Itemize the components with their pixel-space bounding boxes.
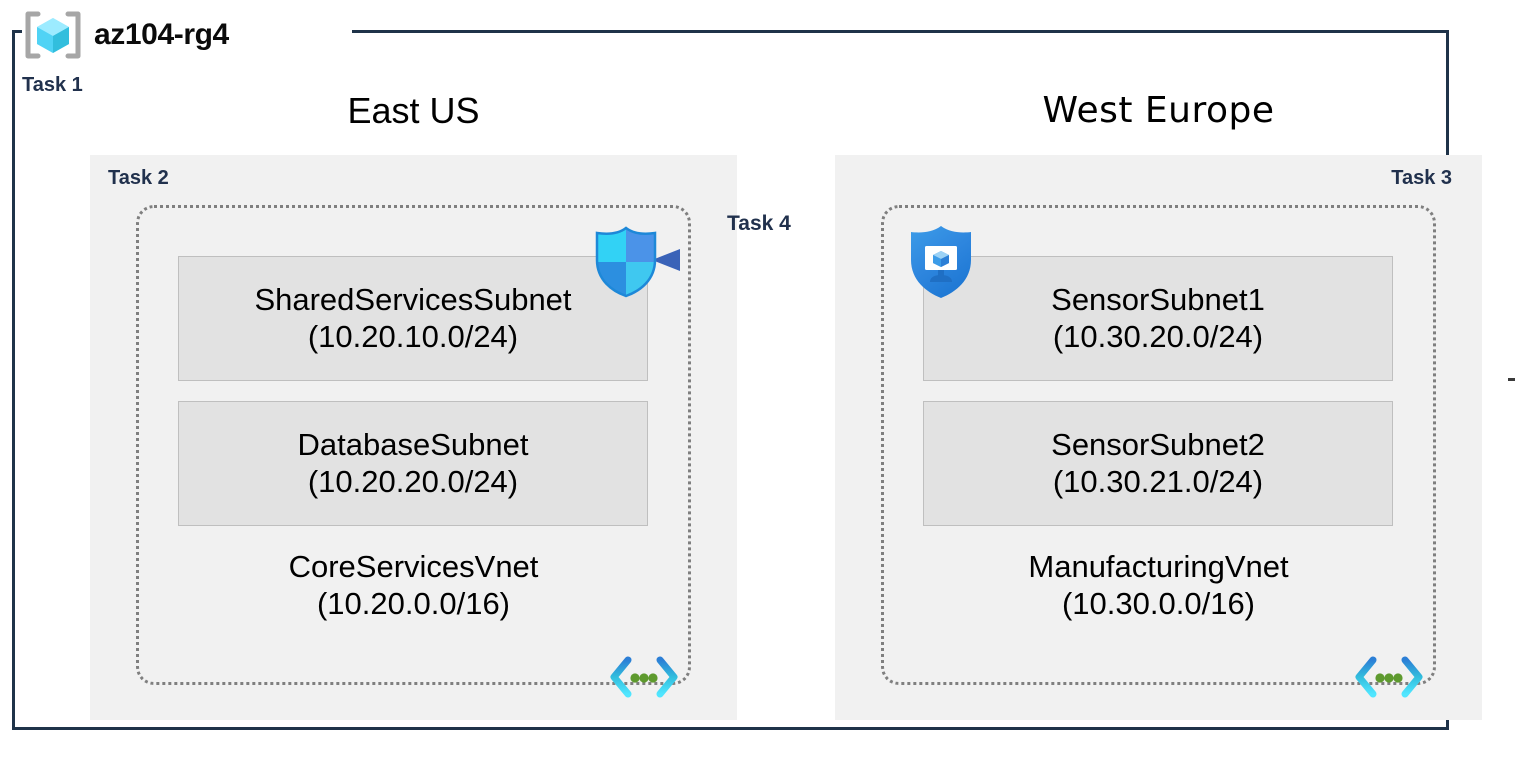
task-2-label: Task 2 — [108, 167, 169, 189]
subnet-cidr: (10.30.21.0/24) — [1052, 464, 1264, 499]
subnet-cidr: (10.20.20.0/24) — [307, 464, 519, 499]
region-title-west-europe: West Europe — [1042, 90, 1275, 131]
edge-artifact — [1508, 378, 1515, 381]
subnet-name: DatabaseSubnet — [297, 427, 529, 463]
virtual-network-icon — [1353, 654, 1425, 700]
vnet-caption-manufacturingvnet: ManufacturingVnet (10.30.0.0/16) — [884, 548, 1433, 622]
shield-vm-icon — [906, 224, 976, 300]
vnet-cidr: (10.20.0.0/16) — [316, 586, 511, 622]
vnet-box-coreservicesvnet: SharedServicesSubnet (10.20.10.0/24) Dat… — [136, 205, 691, 698]
vnet-name: ManufacturingVnet — [1028, 549, 1289, 584]
resource-group-name: az104-rg4 — [94, 18, 229, 51]
resource-group-title: az104-rg4 — [22, 10, 229, 60]
subnet-name: SensorSubnet2 — [1051, 427, 1265, 463]
task-1-label: Task 1 — [22, 74, 83, 96]
task-3-label: Task 3 — [1391, 167, 1452, 189]
region-title-east-us: East US — [347, 90, 480, 131]
vnet-cidr: (10.30.0.0/16) — [1061, 586, 1256, 622]
vnet-name: CoreServicesVnet — [288, 549, 539, 584]
subnet-name: SharedServicesSubnet — [254, 282, 572, 318]
subnet-sharedservicessubnet: SharedServicesSubnet (10.20.10.0/24) — [178, 256, 648, 381]
task-4-label: Task 4 — [727, 212, 791, 235]
subnet-cidr: (10.20.10.0/24) — [307, 319, 519, 354]
virtual-network-icon — [608, 654, 680, 700]
subnet-cidr: (10.30.20.0/24) — [1052, 319, 1264, 354]
shield-icon — [592, 226, 660, 298]
subnet-databasesubnet: DatabaseSubnet (10.20.20.0/24) — [178, 401, 648, 526]
subnet-sensorsubnet2: SensorSubnet2 (10.30.21.0/24) — [923, 401, 1393, 526]
vnet-box-manufacturingvnet: SensorSubnet1 (10.30.20.0/24) SensorSubn… — [881, 205, 1436, 698]
resource-group-cube-icon — [22, 10, 84, 60]
subnet-name: SensorSubnet1 — [1051, 282, 1265, 318]
subnet-sensorsubnet1: SensorSubnet1 (10.30.20.0/24) — [923, 256, 1393, 381]
vnet-peering-arrow — [650, 243, 915, 277]
vnet-caption-coreservicesvnet: CoreServicesVnet (10.20.0.0/16) — [139, 548, 688, 622]
